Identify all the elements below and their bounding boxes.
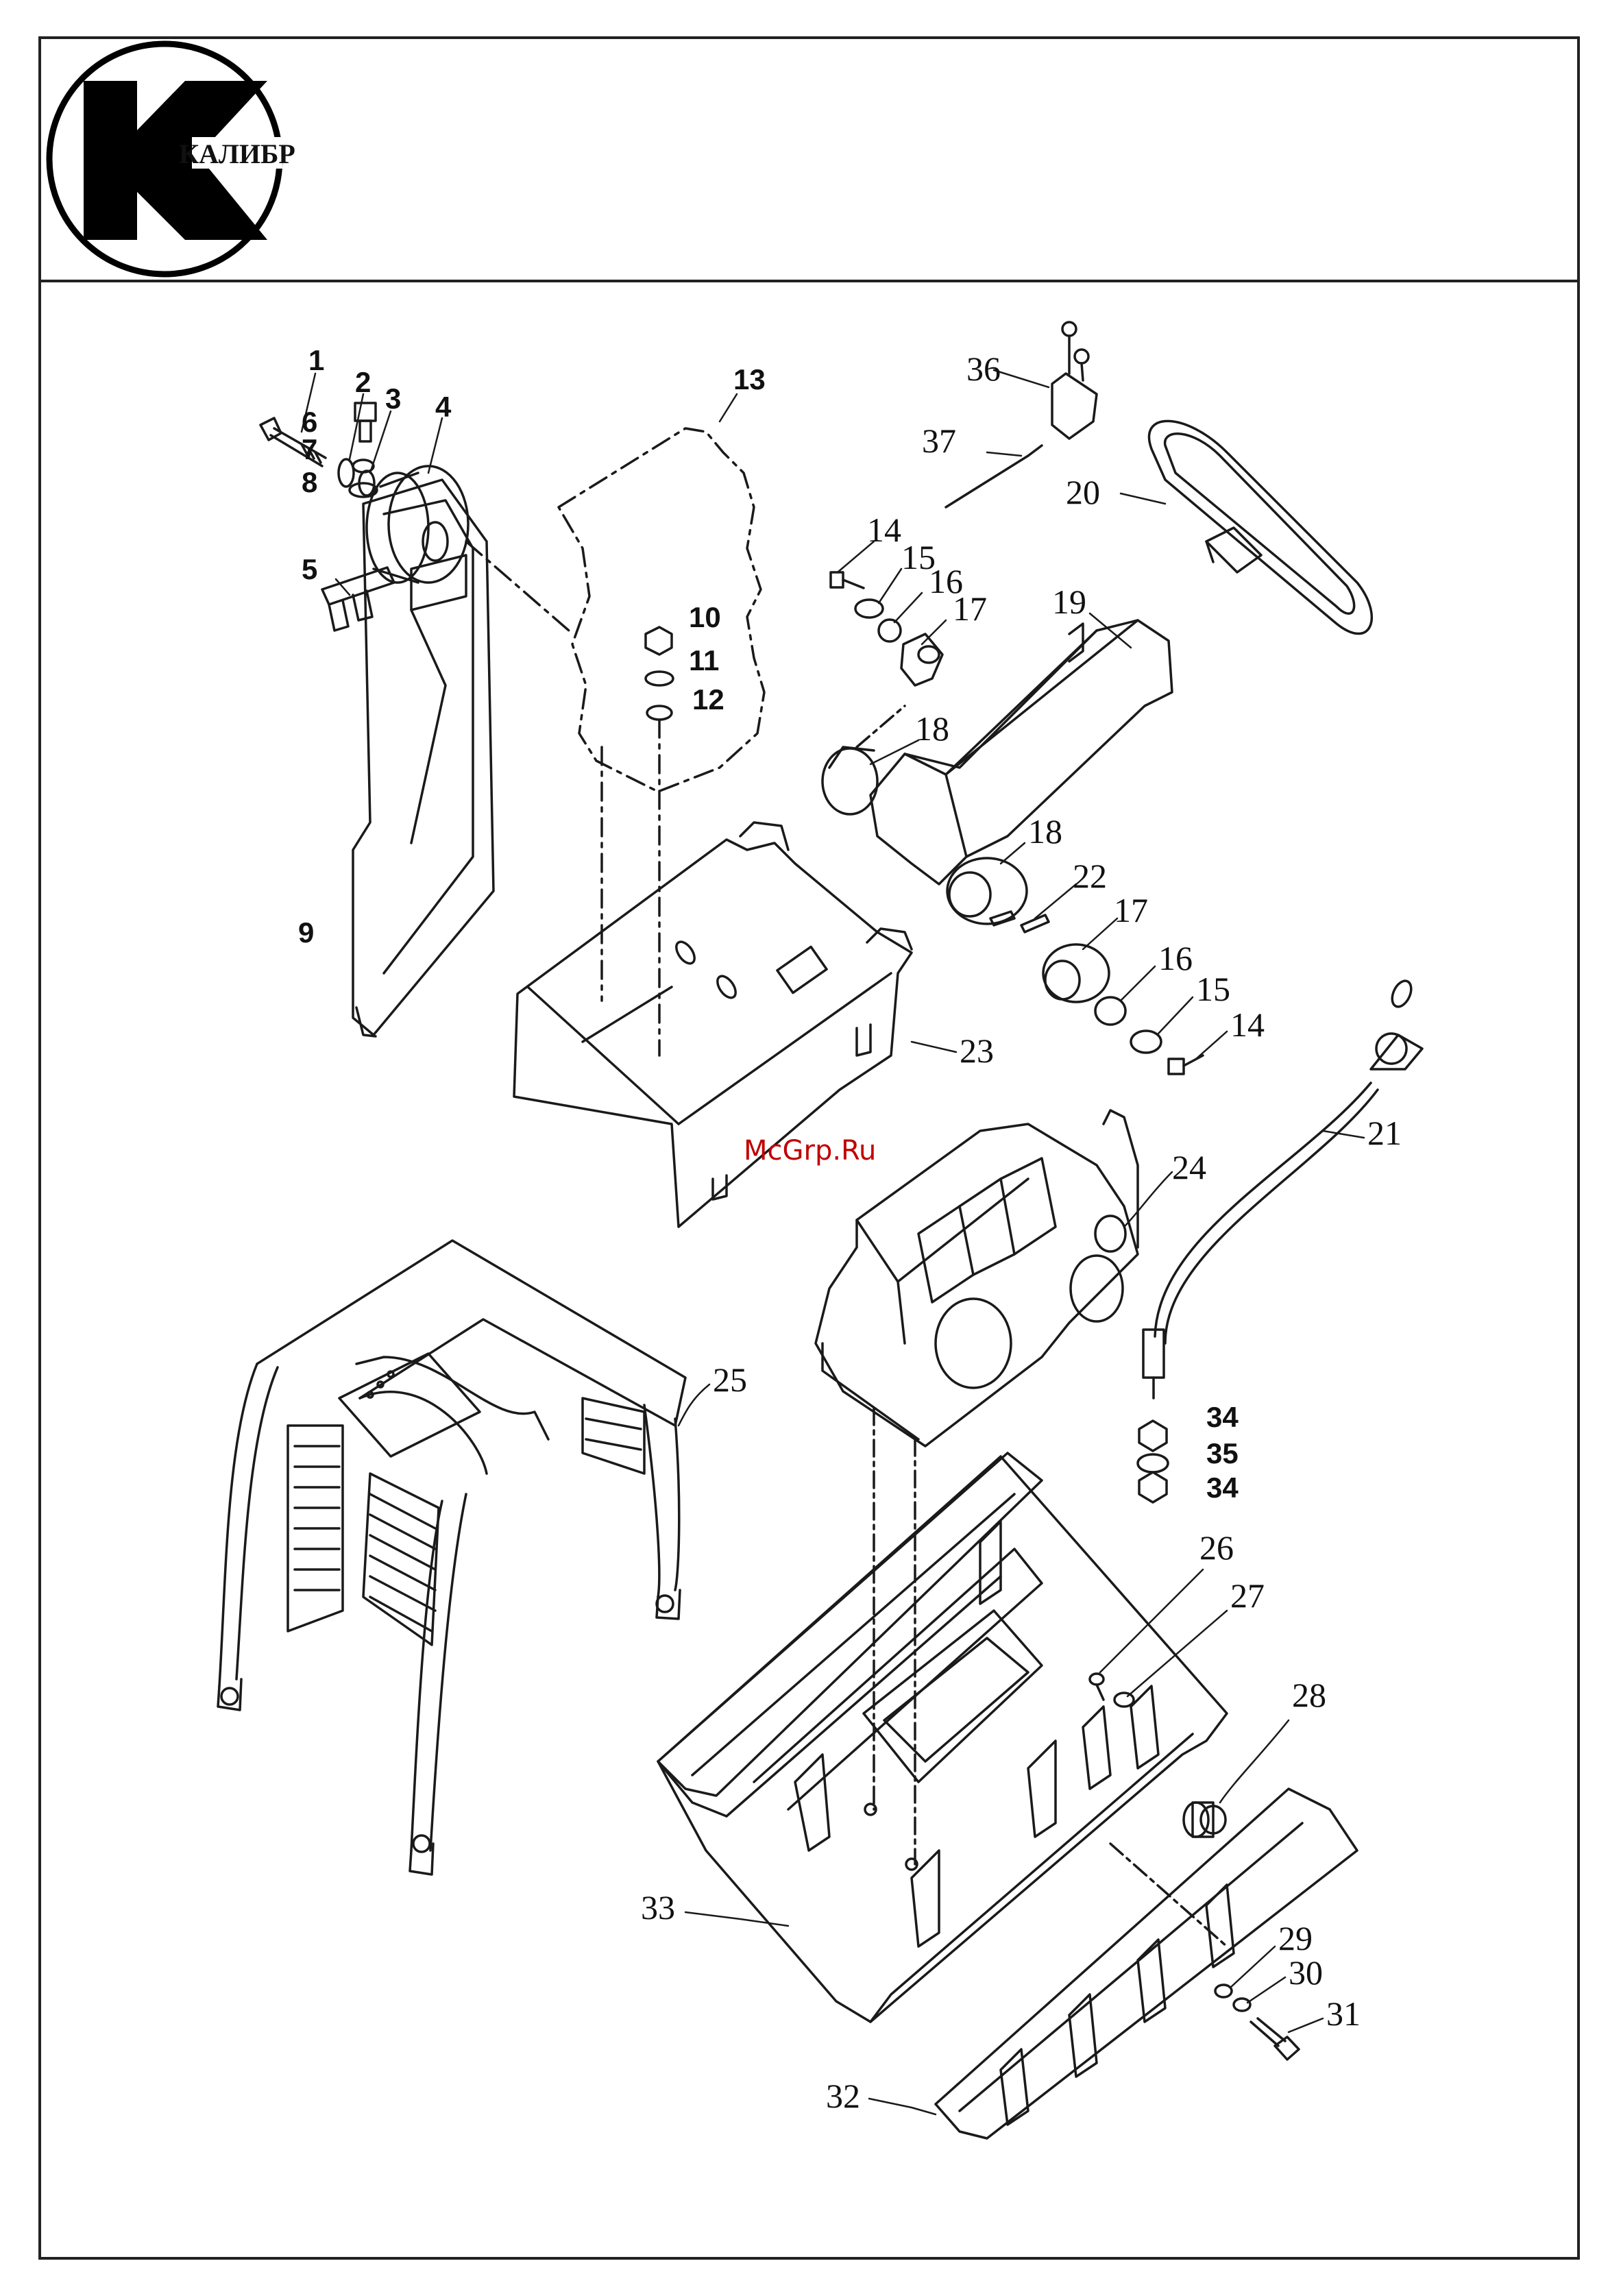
nut-10-shape <box>646 627 672 655</box>
part-label: 3 <box>385 382 401 415</box>
washer-30-shape <box>1234 1999 1250 2011</box>
watermark: McGrp.Ru <box>744 1135 876 1167</box>
part-label: 15 <box>1196 970 1230 1008</box>
part-label: 14 <box>1230 1005 1265 1044</box>
washer-35-shape <box>1138 1454 1168 1472</box>
part-label: 10 <box>689 601 721 633</box>
part-label: 2 <box>355 366 371 398</box>
washer-11-shape <box>646 672 673 685</box>
part-label: 5 <box>302 553 317 585</box>
washer-2-shape <box>339 459 354 487</box>
part-label: 31 <box>1326 1994 1361 2033</box>
part-label: 33 <box>641 1888 675 1927</box>
handle-dashline <box>857 706 905 747</box>
rubber-buffer-28-shape <box>1184 1803 1226 1837</box>
part-label: 37 <box>922 422 956 460</box>
part-label: 28 <box>1292 1676 1326 1714</box>
part-label: 24 <box>1172 1148 1206 1186</box>
pulley-4-shape <box>367 466 468 583</box>
part-label: 29 <box>1278 1919 1313 1957</box>
part-label: 20 <box>1066 473 1100 511</box>
part-label: 21 <box>1367 1114 1402 1152</box>
ring-16a-shape <box>879 620 901 642</box>
part-label: 30 <box>1289 1953 1323 1992</box>
part-label: 1 <box>308 344 324 376</box>
leader-lines <box>302 370 1364 2114</box>
part-label: 17 <box>1114 891 1148 929</box>
part-label: 9 <box>298 916 314 949</box>
bushing-18b-shape <box>947 858 1027 924</box>
part-label: 19 <box>1052 583 1086 621</box>
nut-34b-shape <box>1139 1472 1167 1502</box>
part-label: 27 <box>1230 1576 1265 1615</box>
part-labels: 1 2 3 4 5 6 7 8 9 10 11 12 13 14 15 16 1… <box>298 344 1402 2115</box>
part-label: 23 <box>960 1031 994 1070</box>
bolt-31-shape <box>1251 2018 1299 2060</box>
part-label: 36 <box>966 350 1001 388</box>
part-label: 34 <box>1206 1471 1239 1504</box>
nut-34a-shape <box>1139 1421 1167 1451</box>
part-label: 26 <box>1199 1528 1234 1567</box>
logo-text: КАЛИБР <box>179 138 295 169</box>
part-label: 17 <box>953 589 987 628</box>
pulley-centerline <box>466 541 569 631</box>
part-label: 22 <box>1073 857 1107 895</box>
throttle-lever-36-shape <box>1052 322 1097 439</box>
bolt-26-shape <box>1090 1674 1104 1700</box>
part-label: 34 <box>1206 1401 1239 1433</box>
bushing-18a-shape <box>822 747 877 814</box>
part-label: 35 <box>1206 1437 1239 1469</box>
part-label: 32 <box>826 2077 860 2115</box>
washer-12-shape <box>647 706 672 720</box>
part-label: 14 <box>867 511 901 549</box>
washer-29-shape <box>1215 1985 1232 1997</box>
washer-15b-shape <box>1131 1031 1161 1053</box>
part-label: 7 <box>302 433 317 465</box>
throttle-cable-37-shape <box>946 445 1042 507</box>
skirt-left-shape <box>658 1453 1042 1796</box>
part-label: 12 <box>692 683 724 716</box>
washer-27-shape <box>1114 1693 1134 1707</box>
mount-17b-shape <box>1043 944 1109 1002</box>
mount-17a-shape <box>901 634 942 685</box>
v-belt-20-shape <box>1149 421 1372 633</box>
part-label: 18 <box>915 709 949 748</box>
engine-outline-13 <box>559 428 764 792</box>
part-label: 18 <box>1028 812 1062 851</box>
guard-25-shape <box>218 1241 685 1874</box>
bolt-14a-shape <box>831 572 864 588</box>
cable-21-shape <box>1143 978 1422 1398</box>
part-label: 13 <box>733 363 766 395</box>
kalibr-logo: КАЛИБР <box>49 44 295 274</box>
base-plate-33-shape <box>658 1408 1227 2022</box>
handle-19-shape <box>870 620 1172 884</box>
part-label: 8 <box>302 466 317 498</box>
part-label: 11 <box>689 644 719 676</box>
part-label: 4 <box>435 391 452 423</box>
part-label: 25 <box>713 1360 747 1399</box>
part-label: 16 <box>1158 939 1193 977</box>
